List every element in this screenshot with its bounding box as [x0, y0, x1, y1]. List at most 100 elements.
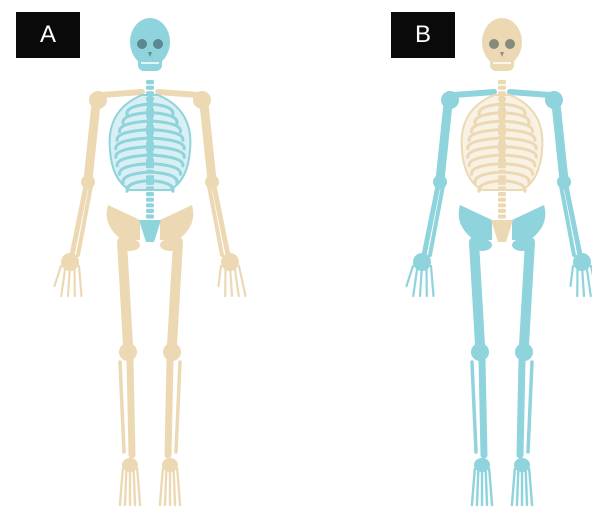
- vertebra-4: [498, 102, 506, 106]
- vertebra-15: [146, 164, 154, 168]
- toe-left-4: [137, 469, 140, 505]
- vertebra-22: [498, 203, 506, 207]
- vertebra-3: [146, 97, 154, 101]
- toe-right-4: [177, 469, 180, 505]
- eye-socket-right: [505, 39, 515, 49]
- finger-right-4: [239, 266, 246, 296]
- toe-left-0: [472, 469, 475, 505]
- finger-right-3: [235, 266, 239, 296]
- sacrum: [491, 220, 513, 242]
- vertebra-14: [498, 158, 506, 162]
- vertebra-20: [498, 192, 506, 196]
- vertebra-21: [498, 198, 506, 202]
- eye-socket-right: [153, 39, 163, 49]
- vertebra-5: [498, 108, 506, 112]
- humerus-left: [88, 104, 96, 180]
- vertebra-22: [146, 203, 154, 207]
- tibia-right: [168, 360, 170, 455]
- toe-right-3: [174, 469, 175, 505]
- ilium-left: [107, 205, 140, 240]
- vertebra-11: [498, 142, 506, 146]
- vertebra-0: [146, 80, 154, 84]
- finger-right-0: [219, 266, 222, 286]
- toe-left-1: [125, 469, 126, 505]
- finger-right-3: [587, 266, 591, 296]
- vertebra-23: [146, 209, 154, 213]
- vertebra-21: [146, 198, 154, 202]
- vertebra-24: [146, 214, 154, 218]
- vertebra-14: [146, 158, 154, 162]
- vertebra-2: [498, 91, 506, 95]
- tibia-left: [482, 360, 484, 455]
- clavicle-left: [454, 92, 494, 95]
- vertebra-8: [498, 125, 506, 129]
- vertebra-0: [498, 80, 506, 84]
- vertebra-13: [498, 153, 506, 157]
- toe-left-4: [489, 469, 492, 505]
- femur-left: [474, 242, 480, 345]
- vertebra-4: [146, 102, 154, 106]
- finger-left-1: [61, 266, 65, 296]
- vertebra-17: [498, 175, 506, 179]
- toe-left-0: [120, 469, 123, 505]
- skeleton-b-icon: [296, 0, 592, 515]
- finger-left-1: [413, 266, 417, 296]
- finger-left-0: [407, 266, 414, 286]
- humerus-left: [440, 104, 448, 180]
- vertebra-20: [146, 192, 154, 196]
- vertebra-9: [498, 130, 506, 134]
- clavicle-left: [102, 92, 142, 95]
- toe-left-1: [477, 469, 478, 505]
- fibula-right: [176, 362, 180, 452]
- vertebra-13: [146, 153, 154, 157]
- vertebra-1: [146, 86, 154, 90]
- vertebra-7: [498, 119, 506, 123]
- toe-right-1: [165, 469, 166, 505]
- tibia-right: [520, 360, 522, 455]
- vertebra-15: [498, 164, 506, 168]
- vertebra-6: [146, 114, 154, 118]
- vertebra-7: [146, 119, 154, 123]
- ilium-right: [512, 205, 545, 240]
- finger-left-4: [79, 266, 82, 296]
- vertebra-6: [498, 114, 506, 118]
- clavicle-right: [158, 92, 198, 95]
- femur-left: [122, 242, 128, 345]
- panel-b: B: [296, 0, 592, 515]
- toe-left-3: [486, 469, 487, 505]
- skeleton-a-icon: [0, 0, 296, 515]
- vertebra-19: [146, 186, 154, 190]
- eye-socket-left: [489, 39, 499, 49]
- femur-right: [172, 242, 178, 345]
- vertebra-18: [498, 181, 506, 185]
- toe-right-0: [512, 469, 515, 505]
- eye-socket-left: [137, 39, 147, 49]
- vertebra-16: [146, 170, 154, 174]
- vertebra-5: [146, 108, 154, 112]
- tibia-left: [130, 360, 132, 455]
- fibula-left: [472, 362, 476, 452]
- clavicle-right: [510, 92, 550, 95]
- vertebra-12: [498, 147, 506, 151]
- toe-right-4: [529, 469, 532, 505]
- vertebra-11: [146, 142, 154, 146]
- femur-right: [524, 242, 530, 345]
- vertebra-2: [146, 91, 154, 95]
- vertebra-16: [498, 170, 506, 174]
- toe-right-3: [526, 469, 527, 505]
- finger-left-0: [55, 266, 62, 286]
- fibula-left: [120, 362, 124, 452]
- vertebra-8: [146, 125, 154, 129]
- vertebra-3: [498, 97, 506, 101]
- panel-a: A: [0, 0, 296, 515]
- vertebra-23: [498, 209, 506, 213]
- finger-right-0: [571, 266, 574, 286]
- toe-right-0: [160, 469, 163, 505]
- vertebra-19: [498, 186, 506, 190]
- vertebra-9: [146, 130, 154, 134]
- vertebra-10: [498, 136, 506, 140]
- toe-left-3: [134, 469, 135, 505]
- vertebra-24: [498, 214, 506, 218]
- vertebra-10: [146, 136, 154, 140]
- vertebra-12: [146, 147, 154, 151]
